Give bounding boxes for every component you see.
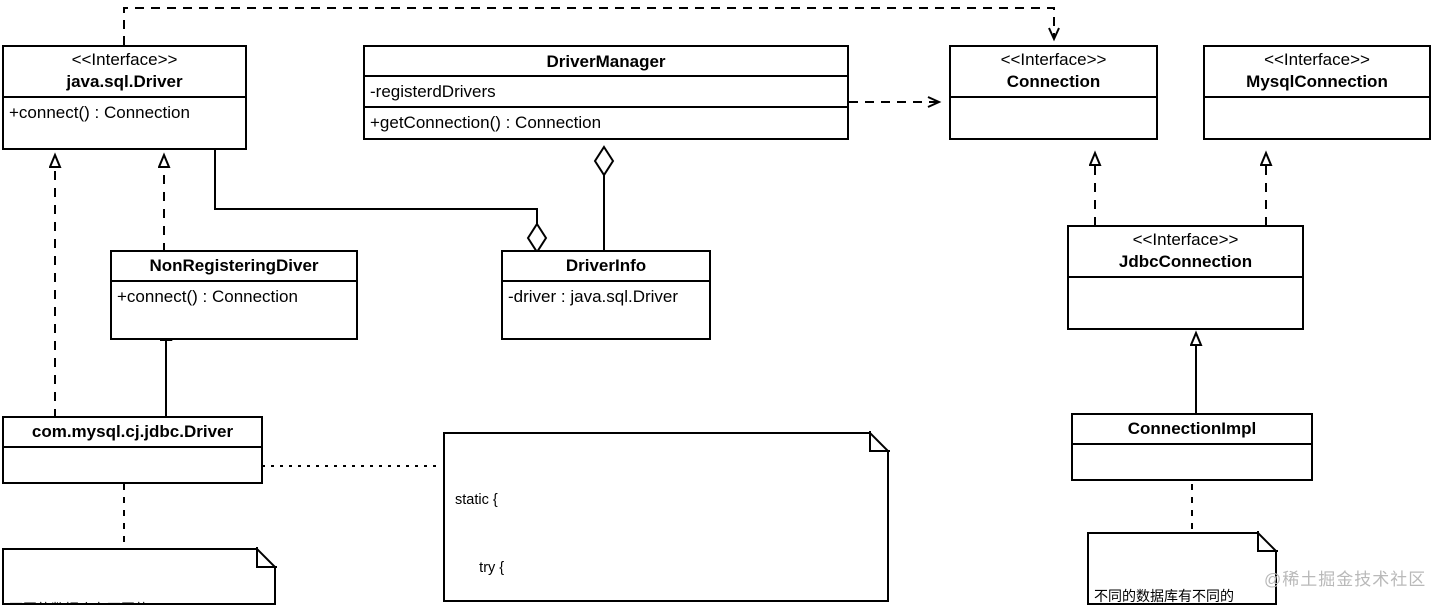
class-name-mysql-cj-jdbc-driver: com.mysql.cj.jdbc.Driver <box>31 422 234 441</box>
class-name-drivermanager: DriverManager <box>546 52 666 71</box>
class-name-jdbcconnection: JdbcConnection <box>1118 252 1253 271</box>
edge-driver-to-connection-dependency <box>123 7 1060 45</box>
class-box-java-sql-driver[interactable]: <<Interface>> java.sql.Driver +connect()… <box>2 45 247 150</box>
class-header-java-sql-driver: <<Interface>> java.sql.Driver <box>4 47 245 98</box>
class-stereotype-java-sql-driver: <<Interface>> <box>71 50 178 69</box>
class-box-driverinfo[interactable]: DriverInfo -driver : java.sql.Driver <box>501 250 711 340</box>
class-attributes-drivermanager: -registerdDrivers <box>365 77 847 108</box>
class-name-mysqlconnection: MysqlConnection <box>1246 72 1388 91</box>
class-name-driverinfo: DriverInfo <box>565 256 647 275</box>
class-members-connectionimpl <box>1073 445 1311 479</box>
class-member: -registerdDrivers <box>370 82 496 101</box>
class-header-connectionimpl: ConnectionImpl <box>1073 415 1311 445</box>
class-header-connection: <<Interface>> Connection <box>951 47 1156 98</box>
watermark-label: @稀土掘金技术社区 <box>1264 570 1427 589</box>
aggregation-diamond-drivermanager <box>593 145 615 177</box>
class-box-mysql-cj-jdbc-driver[interactable]: com.mysql.cj.jdbc.Driver <box>2 416 263 484</box>
note-connection-implementations[interactable]: 不同的数据库有不同的 Connection实现 ConnectionImpl为其… <box>1087 531 1278 605</box>
class-header-mysql-cj-jdbc-driver: com.mysql.cj.jdbc.Driver <box>4 418 261 448</box>
class-box-connectionimpl[interactable]: ConnectionImpl <box>1071 413 1313 481</box>
class-box-nonregisteringdiver[interactable]: NonRegisteringDiver +connect() : Connect… <box>110 250 358 340</box>
class-members-java-sql-driver: +connect() : Connection <box>4 98 245 148</box>
aggregation-diamond-javasqldriver <box>526 222 548 254</box>
class-name-connection: Connection <box>1006 72 1101 91</box>
class-header-driverinfo: DriverInfo <box>503 252 709 282</box>
class-member: -driver : java.sql.Driver <box>508 287 679 306</box>
class-member: +connect() : Connection <box>9 103 190 122</box>
note-fold-diagonal-driver-implementations <box>256 548 276 568</box>
note-text-driver-implementations: 不同的数据库有不同的java.sql. Driver实现 com.mysql.c… <box>2 548 276 605</box>
class-members-mysqlconnection <box>1205 98 1429 138</box>
class-member: +getConnection() : Connection <box>370 113 602 132</box>
class-stereotype-jdbcconnection: <<Interface>> <box>1132 230 1239 249</box>
class-header-jdbcconnection: <<Interface>> JdbcConnection <box>1069 227 1302 278</box>
class-name-nonregisteringdiver: NonRegisteringDiver <box>149 256 319 275</box>
class-name-java-sql-driver: java.sql.Driver <box>66 72 183 91</box>
class-operations-drivermanager: +getConnection() : Connection <box>365 108 847 138</box>
class-members-jdbcconnection <box>1069 278 1302 328</box>
class-header-drivermanager: DriverManager <box>365 47 847 77</box>
class-members-connection <box>951 98 1156 138</box>
class-header-nonregisteringdiver: NonRegisteringDiver <box>112 252 356 282</box>
class-stereotype-mysqlconnection: <<Interface>> <box>1264 50 1370 69</box>
class-box-jdbcconnection[interactable]: <<Interface>> JdbcConnection <box>1067 225 1304 330</box>
class-members-nonregisteringdiver: +connect() : Connection <box>112 282 356 338</box>
class-box-mysqlconnection[interactable]: <<Interface>> MysqlConnection <box>1203 45 1431 140</box>
code-line: static { <box>455 492 498 508</box>
note-line: 不同的数据库有不同的java.sql. <box>9 597 270 605</box>
note-body-static-block <box>443 432 889 602</box>
note-line: 不同的数据库有不同的 <box>1094 588 1234 604</box>
note-fold-diagonal-static-block <box>869 432 889 452</box>
class-box-drivermanager[interactable]: DriverManager -registerdDrivers +getConn… <box>363 45 849 140</box>
class-name-connectionimpl: ConnectionImpl <box>1127 419 1257 438</box>
note-body-driver-implementations <box>2 548 276 605</box>
note-text-connection-implementations: 不同的数据库有不同的 Connection实现 ConnectionImpl为其… <box>1087 532 1277 605</box>
class-box-connection[interactable]: <<Interface>> Connection <box>949 45 1158 140</box>
note-static-block[interactable]: static { try { DriverManager.registerDri… <box>443 431 890 605</box>
note-driver-implementations[interactable]: 不同的数据库有不同的java.sql. Driver实现 com.mysql.c… <box>2 547 277 605</box>
class-member: +connect() : Connection <box>117 287 298 306</box>
class-stereotype-connection: <<Interface>> <box>1000 50 1107 69</box>
class-members-driverinfo: -driver : java.sql.Driver <box>503 282 709 338</box>
class-members-mysql-cj-jdbc-driver <box>4 448 261 482</box>
class-header-mysqlconnection: <<Interface>> MysqlConnection <box>1205 47 1429 98</box>
code-line: try { <box>455 559 505 576</box>
note-fold-diagonal-connection-implementations <box>1257 532 1277 552</box>
note-body-connection-implementations <box>1087 532 1277 605</box>
edge-javasqldriver-aggregates-driverinfo <box>214 150 538 224</box>
note-text-static-block: static { try { DriverManager.registerDri… <box>443 432 889 605</box>
